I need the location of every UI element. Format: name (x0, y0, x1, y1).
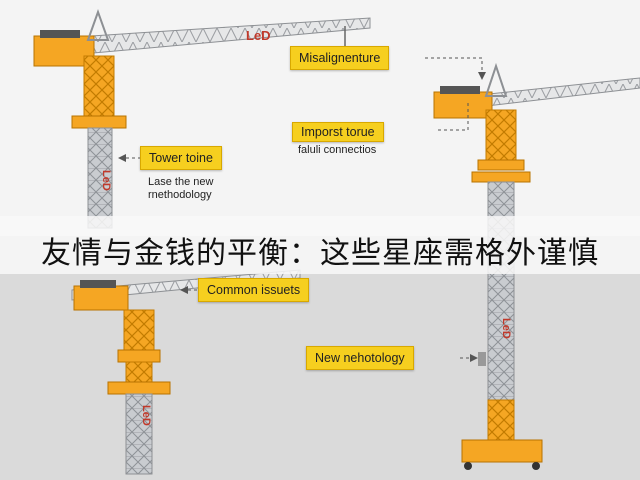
crane-left-top (33, 9, 371, 229)
callout-sublabel: faluli connectios (298, 144, 377, 156)
callout-sublabel: rnethodology (148, 189, 212, 201)
callout-new-methodology: New nehotology (306, 346, 414, 370)
crane-left-bottom (71, 269, 301, 475)
brand-mark: LeD (140, 405, 152, 426)
brand-mark: LeD (500, 318, 512, 339)
caption-text: 友情与金钱的平衡：这些星座需格外谨慎 (41, 236, 599, 271)
brand-mark: LeD (246, 28, 271, 43)
callout-sublabel: Lase the new (148, 176, 214, 188)
callout-label: Imporst torue (292, 122, 384, 142)
caption-banner (0, 216, 640, 274)
crane-mast-section (83, 55, 115, 117)
callout-common-issues: Common issuets (198, 278, 310, 302)
callout-tower-tone: Tower toine Lase the new rnethodology (140, 146, 222, 202)
callout-misalignment: Misalignenture (290, 46, 390, 70)
callout-import-torque: Imporst torue faluli connectios (292, 122, 384, 157)
crane-base (461, 439, 543, 463)
callout-label: Misalignenture (290, 46, 390, 70)
callout-label: Tower toine (140, 146, 222, 170)
brand-mark: LeD (100, 170, 112, 191)
callout-label: Common issuets (198, 278, 310, 302)
callout-label: New nehotology (306, 346, 414, 370)
